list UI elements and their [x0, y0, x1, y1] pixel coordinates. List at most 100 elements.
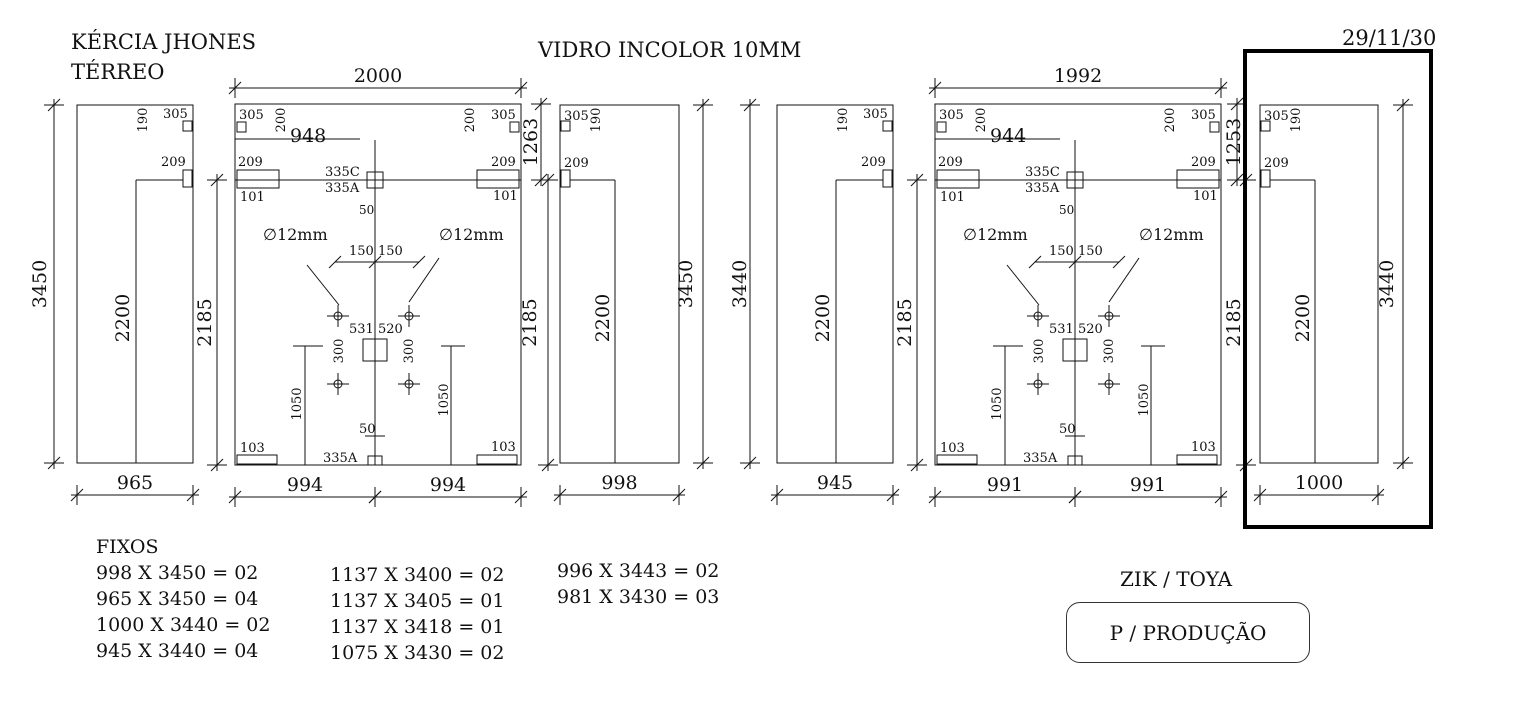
leader-line	[1108, 257, 1140, 303]
top-dim-a: 305	[1264, 109, 1289, 124]
corner-tab	[1260, 120, 1271, 132]
leader-line	[1006, 264, 1040, 306]
width-dim-label: 1000	[1295, 472, 1343, 494]
fixed-height-dim-label: 3450	[29, 260, 51, 308]
top-dim-a: 190	[136, 108, 151, 133]
handle-dim-left: 531	[349, 322, 374, 337]
hinge-block	[236, 169, 280, 189]
hinge-dim-b: 101	[493, 189, 518, 204]
drop-dim: 50	[1059, 203, 1074, 217]
door-width-dim-label: 2000	[354, 65, 402, 87]
fixos-title: FIXOS	[96, 536, 159, 558]
hole-label-right: ∅12mm	[439, 225, 504, 244]
tab-dim-a: 305	[1191, 108, 1216, 123]
tab-dim-b: 200	[1163, 108, 1178, 133]
tab-dim-b: 200	[463, 108, 478, 133]
hole-circle	[404, 379, 414, 389]
hole-circle	[1033, 379, 1043, 389]
fixos-item: 1137 X 3405 = 01	[330, 590, 505, 612]
fixos-item: 945 X 3440 = 04	[96, 640, 259, 662]
hinge-tab	[560, 169, 571, 188]
hole-circle	[333, 311, 343, 321]
vert-dim-right: 300	[1102, 339, 1117, 364]
side-dim: 209	[161, 155, 186, 170]
dim-tick	[412, 255, 426, 269]
production-stamp-text: P / PRODUÇÃO	[1109, 620, 1267, 645]
bottom-pivot	[367, 455, 383, 466]
pivot-label-b: 335A	[325, 181, 360, 196]
client-name: KÉRCIA JHONES	[71, 30, 257, 54]
inner-height: 2200	[112, 294, 134, 342]
hole-circle	[333, 379, 343, 389]
door-width-dim-label: 1992	[1054, 65, 1102, 87]
inner-height: 2200	[812, 294, 834, 342]
fixos-column-1: 998 X 3450 = 02 965 X 3450 = 04 1000 X 3…	[96, 560, 271, 664]
highlight-frame	[1243, 49, 1433, 529]
top-dim-a: 305	[564, 109, 589, 124]
corner-block	[1176, 454, 1218, 465]
corner-block	[936, 454, 978, 465]
hole-label-right: ∅12mm	[1139, 225, 1204, 244]
handle-dim-left: 531	[1049, 322, 1074, 337]
corner-block	[236, 454, 278, 465]
bottom-pivot	[1067, 455, 1083, 466]
corner-dim-left: 103	[940, 441, 965, 456]
bottom-drop: 50	[1059, 422, 1076, 437]
hinge-dim: 209	[938, 155, 963, 170]
hinge-block	[476, 169, 520, 189]
door-height-dim-label: 2185	[194, 298, 216, 346]
right-door-height-label: 2185	[519, 298, 541, 346]
height-left: 1050	[990, 387, 1005, 420]
hinge-block	[936, 169, 980, 189]
hinge-tab	[882, 169, 893, 188]
dim-tick	[1112, 255, 1126, 269]
handle-dim-right: 520	[1078, 322, 1103, 337]
corner-tab	[560, 120, 571, 132]
corner-tab	[182, 120, 193, 132]
corner-dim-left: 103	[240, 441, 265, 456]
fixos-column-2: 1137 X 3400 = 02 1137 X 3405 = 01 1137 X…	[330, 562, 505, 666]
brand-label: ZIK / TOYA	[1120, 567, 1233, 591]
inner-height: 2200	[592, 294, 614, 342]
bottom-drop: 50	[359, 422, 376, 437]
dim-tick	[1068, 255, 1082, 269]
bottom-pivot-label: 335A	[1023, 451, 1058, 466]
door-left-width-label: 994	[287, 474, 323, 496]
corner-block	[476, 454, 518, 465]
corner-tab	[882, 120, 893, 132]
pivot-label-b: 335A	[1025, 181, 1060, 196]
offset-dim: 944	[990, 125, 1026, 147]
door-frame	[934, 103, 1222, 466]
spacing-left: 150	[349, 244, 374, 259]
hinge-dim: 209	[1191, 155, 1216, 170]
height-right: 1050	[437, 383, 452, 416]
vert-dim-left: 300	[1032, 339, 1047, 364]
top-dim-b: 305	[863, 107, 888, 122]
corner-tab	[936, 121, 947, 133]
fixos-item: 1137 X 3400 = 02	[330, 564, 505, 586]
top-dim-b: 305	[163, 107, 188, 122]
fixed-height-dim-label: 3440	[729, 260, 751, 308]
hole-label-left: ∅12mm	[263, 225, 328, 244]
hinge-block	[1176, 169, 1220, 189]
handle-box	[362, 338, 388, 362]
material-label: VIDRO INCOLOR 10MM	[538, 38, 802, 62]
right-door-height-label: 2185	[1223, 298, 1245, 346]
vert-dim-right: 300	[402, 339, 417, 364]
fixos-item: 1075 X 3430 = 02	[330, 642, 505, 664]
corner-dim-right: 103	[491, 440, 516, 455]
dim-tick	[328, 255, 342, 269]
corner-tab	[1209, 121, 1220, 133]
spacing-right: 150	[378, 244, 403, 259]
spacing-right: 150	[1078, 244, 1103, 259]
hinge-tab	[1260, 169, 1271, 188]
fixed-panel	[776, 104, 894, 464]
floor-label: TÉRREO	[71, 60, 165, 84]
fixos-column-3: 996 X 3443 = 02 981 X 3430 = 03	[557, 558, 719, 610]
side-dim: 209	[564, 156, 589, 171]
top-dim-a: 190	[836, 108, 851, 133]
tab-dim-a: 305	[939, 108, 964, 123]
date-label: 29/11/30	[1342, 26, 1437, 50]
fixed-height-dim-label: 3440	[1376, 260, 1398, 308]
